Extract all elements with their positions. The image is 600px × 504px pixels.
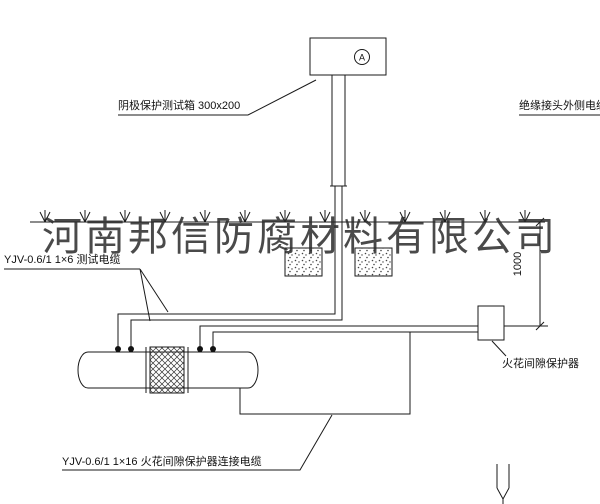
leader-test-box	[118, 79, 317, 116]
terminal-dot	[210, 346, 216, 352]
concrete-block-left	[284, 247, 323, 277]
label-bottom-cable: YJV-0.6/1 1×16 火花间隙保护器连接电缆	[62, 456, 262, 468]
terminal-dot	[115, 346, 121, 352]
cable-terminals	[115, 346, 216, 352]
protector-cable-mid	[212, 331, 478, 349]
test-box-outline	[309, 37, 387, 76]
label-test-cable: YJV-0.6/1 1×6 测试电缆	[4, 254, 121, 266]
test-cable-1	[117, 186, 336, 349]
concrete-blocks	[284, 247, 393, 277]
ground-symbols	[39, 210, 531, 223]
flange-lines	[145, 347, 189, 393]
leader-protector	[491, 340, 507, 357]
test-cable-2	[130, 186, 343, 349]
spark-gap-protector	[477, 305, 505, 341]
leader-bottom-cable	[62, 414, 333, 471]
terminal-dot	[128, 346, 134, 352]
dimension-ticks	[535, 217, 545, 331]
ammeter-icon	[354, 49, 370, 65]
label-protector: 火花间隙保护器	[502, 358, 579, 370]
protector-cable-bottom	[239, 332, 411, 415]
dimension-1000	[504, 217, 548, 331]
ammeter-symbol: A	[359, 53, 365, 63]
terminal-dot	[197, 346, 203, 352]
pipe-end-cap-right	[247, 351, 259, 389]
test-box	[309, 37, 387, 76]
protector-cable-top	[199, 325, 478, 349]
leader-test-cable	[4, 268, 169, 322]
concrete-block-right	[354, 247, 393, 277]
insulating-joint	[149, 346, 185, 394]
conduit-riser	[330, 75, 347, 187]
label-right-cable: 绝缘接头外侧电缆	[519, 100, 600, 112]
pipe-end-cap-left	[77, 351, 89, 389]
label-dimension: 1000	[512, 251, 525, 277]
anode-symbol	[496, 464, 510, 504]
label-test-box: 阴极保护测试箱 300x200	[118, 100, 241, 112]
leader-lines	[4, 79, 600, 471]
